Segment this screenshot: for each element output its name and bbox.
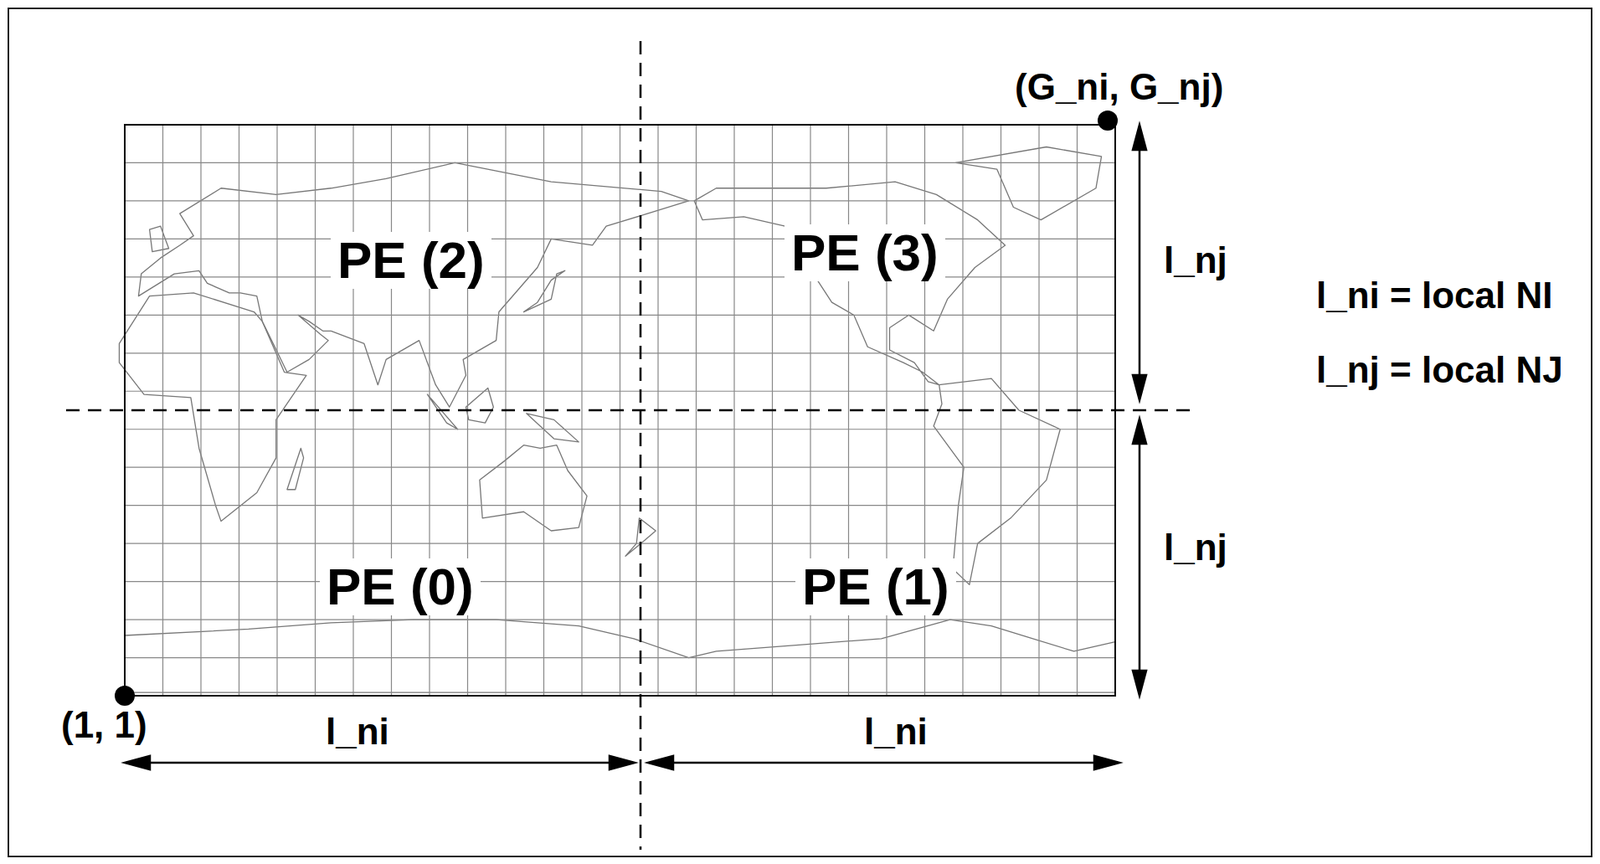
- dimension-label: l_ni: [325, 710, 390, 754]
- definition-note: l_nj = local NJ: [1316, 349, 1564, 392]
- grid-line: [124, 657, 1116, 659]
- dimension-line: [1138, 146, 1142, 379]
- corner-coordinate: (1, 1): [61, 704, 148, 747]
- dimension-line: [1138, 440, 1142, 674]
- dimension-label: l_nj: [1163, 526, 1228, 570]
- grid-line: [124, 428, 1116, 430]
- grid-line: [124, 276, 1116, 278]
- north-america: [694, 181, 1005, 385]
- corner-dot: [1097, 110, 1118, 131]
- dashed-divider: [639, 41, 643, 850]
- arrow-head: [1132, 124, 1147, 150]
- grid-line: [124, 162, 1116, 164]
- grid-line: [124, 238, 1116, 240]
- dimension-label: l_ni: [864, 710, 928, 754]
- grid-line: [581, 124, 582, 696]
- sumatra: [427, 394, 458, 430]
- arrow-head: [1132, 418, 1147, 444]
- processor-label: PE (0): [326, 558, 474, 616]
- continents: [118, 147, 1116, 694]
- grid-line: [124, 467, 1116, 469]
- grid-line: [1000, 124, 1002, 696]
- processor-region: PE (0): [319, 558, 481, 616]
- processor-label: PE (2): [337, 231, 485, 289]
- borneo: [465, 387, 494, 423]
- dimension-line: [669, 761, 1098, 765]
- arrow-head: [609, 756, 635, 770]
- grid-line: [124, 200, 1116, 201]
- arrow-head: [1132, 670, 1147, 696]
- corner-dot: [114, 685, 135, 706]
- definition-note: l_ni = local NI: [1316, 274, 1553, 318]
- grid-line: [124, 543, 1116, 545]
- dimension-label: l_nj: [1163, 239, 1228, 283]
- dimension-arrows: [124, 124, 1147, 770]
- corner-coordinate: (G_ni, G_nj): [1014, 66, 1224, 109]
- eurasia: [138, 162, 689, 407]
- outer-frame: [8, 8, 1592, 857]
- grid-line: [695, 124, 697, 696]
- new-guinea: [526, 413, 579, 443]
- processor-label: PE (3): [791, 224, 939, 282]
- grid-line: [124, 581, 1116, 582]
- dimension-line: [146, 761, 613, 765]
- processor-region: PE (3): [784, 224, 946, 282]
- arrow-head: [124, 756, 150, 770]
- grid-line: [1038, 124, 1040, 696]
- greenland: [955, 147, 1101, 221]
- grid-line: [238, 124, 240, 696]
- grid-line: [124, 352, 1116, 354]
- arrow-head: [1094, 756, 1120, 770]
- grid-line: [124, 504, 1116, 506]
- arrow-head: [648, 756, 674, 770]
- australia: [479, 445, 587, 531]
- grid-line: [733, 124, 735, 696]
- grid-line: [543, 124, 545, 696]
- grid-line: [124, 618, 1116, 620]
- grid-line: [124, 314, 1116, 316]
- dashed-divider: [66, 409, 1194, 412]
- processor-label: PE (1): [802, 558, 950, 616]
- processor-region: PE (1): [795, 558, 957, 616]
- south-america: [933, 378, 1060, 585]
- grid-line: [124, 390, 1116, 392]
- madagascar: [287, 447, 304, 489]
- processor-region: PE (2): [330, 231, 492, 289]
- arrow-head: [1132, 375, 1147, 401]
- grid-line: [276, 124, 278, 696]
